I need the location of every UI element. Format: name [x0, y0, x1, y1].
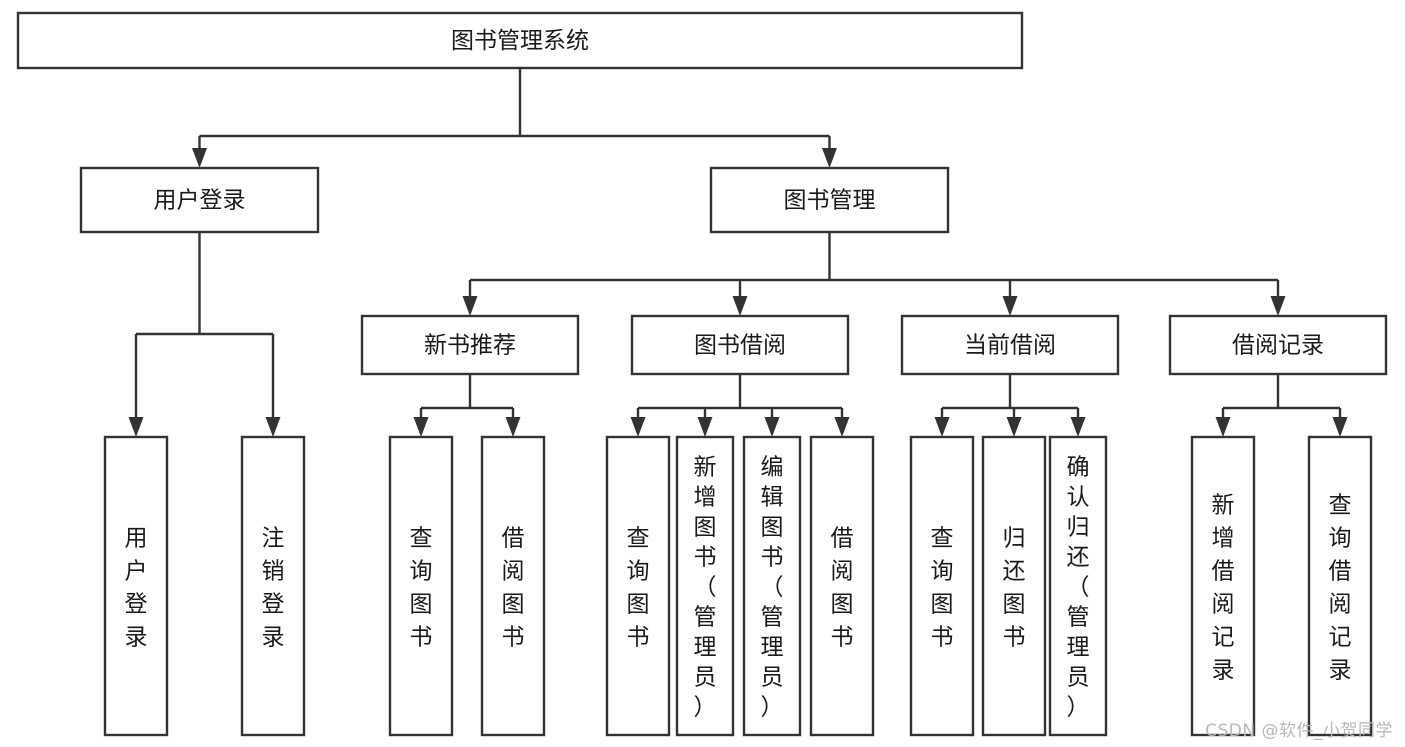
arrow-head-icon [1270, 296, 1286, 316]
node-box [981, 435, 1047, 737]
node-leaf-logout[interactable]: 注销登录 [240, 435, 306, 737]
node-box [709, 166, 950, 234]
node-label: 图书借阅 [694, 333, 786, 359]
node-label: 新书推荐 [424, 333, 516, 359]
arrow-head-icon [1215, 417, 1231, 437]
node-label: 用户登录 [154, 188, 246, 214]
arrow-head-icon [1006, 417, 1022, 437]
nodes-layer: 图书管理系统用户登录图书管理新书推荐图书借阅当前借阅借阅记录用户登录注销登录查询… [16, 11, 1388, 737]
arrow-head-icon [1070, 417, 1086, 437]
node-leaf-confirm-return[interactable]: 确认归还（管理员） [1048, 435, 1108, 737]
arrow-head-icon [1332, 417, 1348, 437]
node-box [1307, 435, 1373, 737]
arrow-head-icon [697, 417, 713, 437]
connectors-layer [128, 68, 1348, 437]
node-leaf-query-book-3[interactable]: 查询图书 [909, 435, 975, 737]
node-box [742, 435, 802, 737]
arrow-head-icon [630, 417, 646, 437]
arrow-head-icon [834, 417, 850, 437]
node-leaf-query-book-1[interactable]: 查询图书 [388, 435, 454, 737]
node-label: 图书管理 [784, 188, 876, 214]
node-box [605, 435, 671, 737]
node-label: 借阅记录 [1232, 333, 1324, 359]
node-user-login[interactable]: 用户登录 [79, 166, 320, 234]
node-leaf-query-book-2[interactable]: 查询图书 [605, 435, 671, 737]
node-label: 图书管理系统 [451, 28, 589, 54]
node-leaf-add-record[interactable]: 新增借阅记录 [1190, 435, 1256, 737]
node-book-manage[interactable]: 图书管理 [709, 166, 950, 234]
node-root[interactable]: 图书管理系统 [16, 11, 1024, 70]
node-box [79, 166, 320, 234]
node-leaf-add-book[interactable]: 新增图书（管理员） [675, 435, 735, 737]
node-new-book-rec[interactable]: 新书推荐 [360, 314, 580, 376]
node-box [1048, 435, 1108, 737]
arrow-head-icon [822, 148, 837, 168]
node-box [103, 435, 169, 737]
node-box [630, 314, 850, 376]
node-box [360, 314, 580, 376]
arrow-head-icon [1002, 296, 1018, 316]
node-label: 借阅图书 [502, 526, 525, 651]
node-leaf-query-record[interactable]: 查询借阅记录 [1307, 435, 1373, 737]
node-label: 新增图书（管理员） [694, 454, 717, 720]
node-box [1190, 435, 1256, 737]
node-label: 用户登录 [125, 526, 148, 651]
arrow-head-icon [505, 417, 521, 437]
node-leaf-user-login[interactable]: 用户登录 [103, 435, 169, 737]
arrow-head-icon [128, 417, 144, 437]
node-leaf-borrow-book-2[interactable]: 借阅图书 [809, 435, 875, 737]
node-box [240, 435, 306, 737]
arrow-head-icon [764, 417, 780, 437]
node-borrow-record[interactable]: 借阅记录 [1168, 314, 1388, 376]
node-box [480, 435, 546, 737]
node-box [675, 435, 735, 737]
node-leaf-return-book[interactable]: 归还图书 [981, 435, 1047, 737]
node-label: 新增借阅记录 [1212, 493, 1235, 684]
node-box [1168, 314, 1388, 376]
node-label: 查询借阅记录 [1329, 493, 1352, 684]
arrow-head-icon [732, 296, 748, 316]
node-label: 当前借阅 [964, 333, 1056, 359]
csdn-watermark: CSDN @软件_小贺同学 [1205, 721, 1393, 741]
node-current-borrow[interactable]: 当前借阅 [900, 314, 1120, 376]
arrow-head-icon [265, 417, 281, 437]
node-box [809, 435, 875, 737]
node-book-borrow[interactable]: 图书借阅 [630, 314, 850, 376]
node-box [909, 435, 975, 737]
arrow-head-icon [192, 148, 207, 168]
node-label: 归还图书 [1003, 526, 1026, 651]
node-box [16, 11, 1024, 70]
arrow-head-icon [413, 417, 429, 437]
node-box [388, 435, 454, 737]
node-leaf-edit-book[interactable]: 编辑图书（管理员） [742, 435, 802, 737]
node-label: 查询图书 [627, 526, 650, 651]
node-box [900, 314, 1120, 376]
node-label: 编辑图书（管理员） [761, 454, 784, 720]
node-label: 查询图书 [410, 526, 433, 651]
arrow-head-icon [462, 296, 478, 316]
node-label: 注销登录 [262, 526, 285, 651]
node-label: 借阅图书 [831, 526, 854, 651]
node-label: 查询图书 [931, 526, 954, 651]
node-label: 确认归还（管理员） [1067, 454, 1090, 720]
arrow-head-icon [934, 417, 950, 437]
node-leaf-borrow-book-1[interactable]: 借阅图书 [480, 435, 546, 737]
